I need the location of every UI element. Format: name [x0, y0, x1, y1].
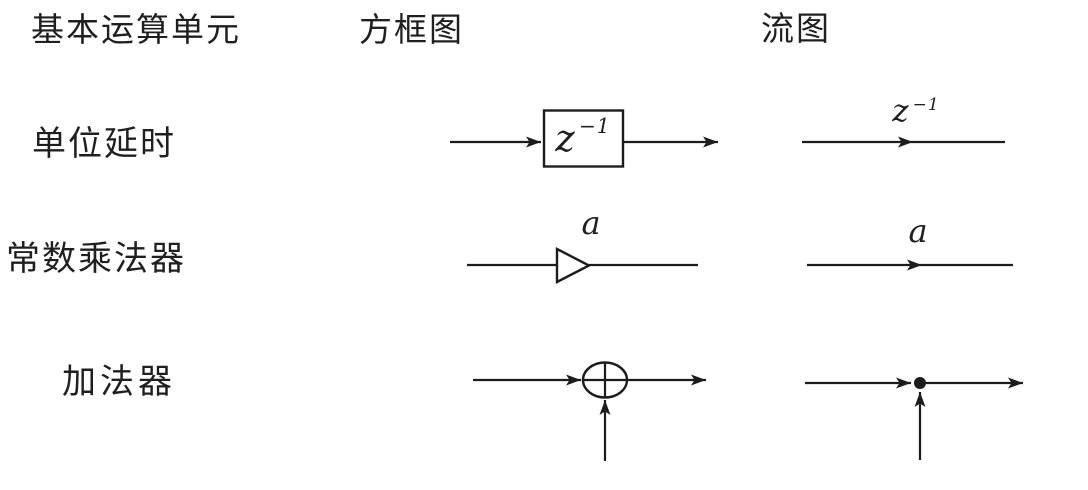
delay-flow-symbol: z−1: [866, 96, 966, 127]
row-label-adder: 加法器: [62, 364, 176, 401]
multiplier-triangle-icon: [555, 247, 592, 284]
delay-flow-symbol-exponent: −1: [912, 95, 940, 116]
multiplier-block-coefficient: a: [581, 204, 601, 242]
adder-block-diagram: [473, 361, 706, 461]
delay-box-symbol-exponent: −1: [578, 113, 611, 138]
header-flow-graph: 流图: [761, 12, 831, 48]
adder-flow-graph: [805, 377, 1023, 460]
header-basic-unit: 基本运算单元: [31, 13, 241, 49]
delay-box-symbol: z−1: [543, 110, 623, 167]
header-block-diagram: 方框图: [359, 13, 464, 49]
unit-delay-block-diagram: [450, 109, 718, 168]
row-label-unit-delay: 单位延时: [32, 126, 176, 163]
multiplier-block-diagram: [467, 247, 698, 284]
delay-box-symbol-base: z: [555, 117, 575, 160]
delay-flow-symbol-base: z: [892, 93, 909, 129]
row-label-constant-multiplier: 常数乘法器: [6, 241, 186, 278]
delay-box: [542, 109, 625, 168]
multiplier-flow-coefficient: a: [908, 212, 928, 250]
